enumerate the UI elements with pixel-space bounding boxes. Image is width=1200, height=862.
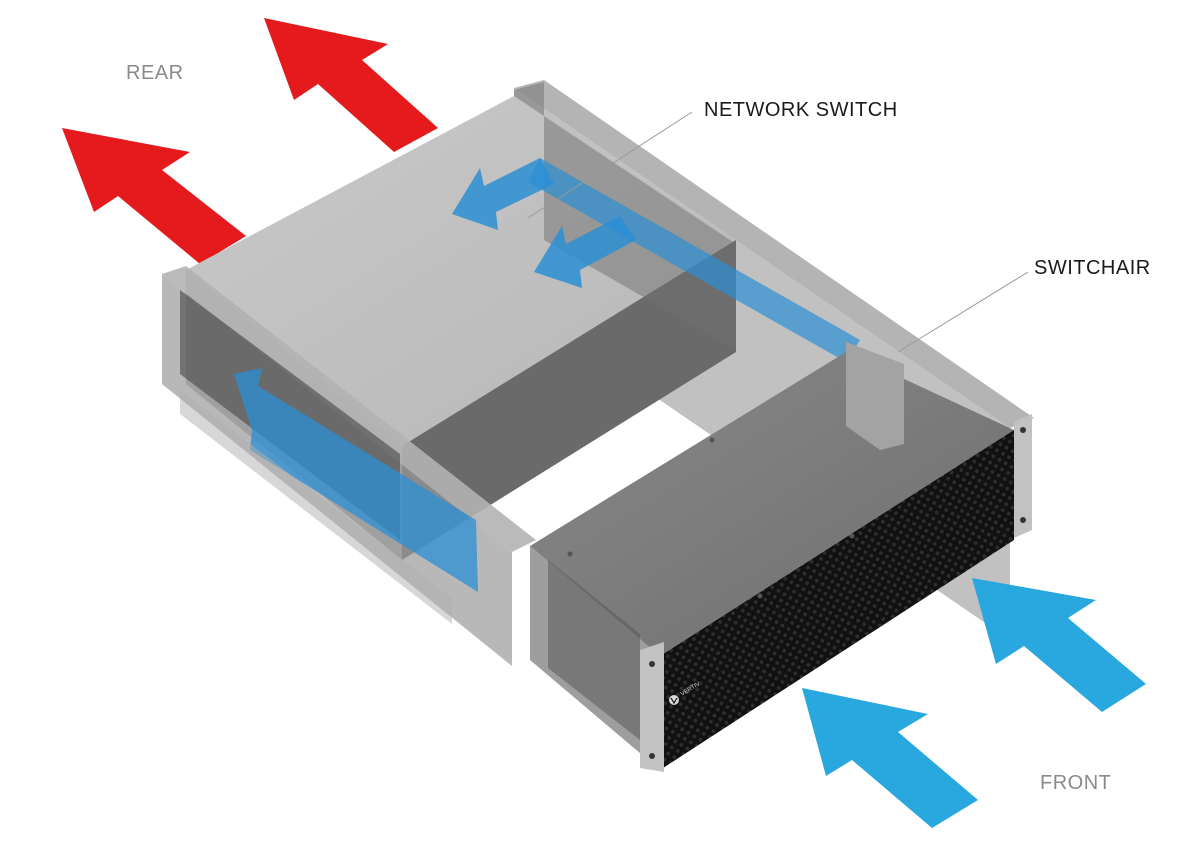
- switchair-unit: VERTIV: [530, 342, 1032, 772]
- internal-airflow-arrow: [234, 368, 478, 592]
- switchair-leader: [897, 271, 1029, 353]
- rear-exhaust-arrows: [62, 18, 438, 264]
- switchair-rear-panel: [846, 342, 904, 450]
- front-intake-arrows: [802, 578, 1146, 828]
- network-switch-leader: [527, 111, 693, 219]
- internal-airflow-arrow: [452, 158, 554, 230]
- internal-airflow-arrow: [528, 158, 860, 362]
- switchair-label: SWITCHAIR: [1034, 257, 1151, 279]
- rack-ear-right: [1014, 414, 1032, 538]
- bottom-rail: [180, 390, 452, 624]
- vertiv-logo-icon: [669, 695, 679, 705]
- switchair-front-mesh: [660, 430, 1014, 770]
- network-switch-label: NETWORK SWITCH: [704, 99, 898, 121]
- internal-airflow-arrow: [534, 216, 636, 288]
- rear-label: REAR: [126, 62, 184, 84]
- front-label: FRONT: [1040, 772, 1112, 794]
- rear-exhaust-arrow: [62, 128, 246, 264]
- front-intake-arrow: [972, 578, 1146, 712]
- internal-airflow: [234, 158, 860, 592]
- front-intake-arrow: [802, 688, 978, 828]
- rack-ear-left: [640, 642, 664, 772]
- rear-exhaust-arrow: [264, 18, 438, 152]
